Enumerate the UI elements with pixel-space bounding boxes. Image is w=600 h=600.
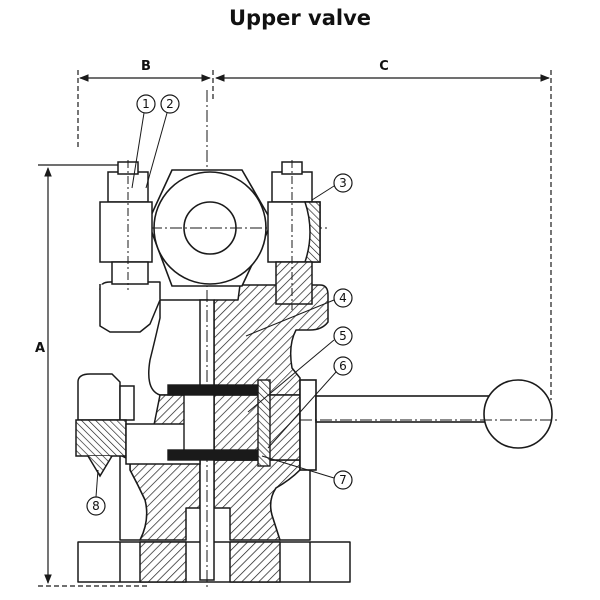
right-bolt	[267, 160, 321, 310]
left-bolt	[99, 160, 153, 290]
dimension-b-label: B	[141, 59, 151, 74]
callout-4: 4	[245, 288, 353, 337]
callout-7-label: 7	[339, 473, 347, 487]
callout-5: 5	[247, 326, 353, 413]
callout-3-label: 3	[339, 176, 347, 190]
valve-handle	[299, 379, 560, 471]
callout-6: 6	[267, 356, 353, 449]
dimension-c	[215, 70, 552, 400]
dimension-c-label: C	[379, 59, 389, 74]
seat-rings	[167, 379, 271, 467]
callout-5-label: 5	[339, 329, 347, 343]
dimension-a	[38, 164, 150, 587]
callout-1-label: 1	[142, 97, 150, 111]
center-bore	[199, 90, 215, 590]
top-hex-nut	[130, 169, 330, 287]
callout-6-label: 6	[339, 359, 347, 373]
callout-2-label: 2	[166, 97, 174, 111]
callout-1: 1	[131, 94, 156, 189]
callout-8-label: 8	[92, 499, 100, 513]
callout-8: 8	[86, 469, 106, 516]
valve-body	[77, 281, 351, 583]
callout-3: 3	[311, 173, 353, 201]
dimension-b	[77, 70, 214, 150]
dimension-a-label: A	[35, 341, 45, 356]
callout-2: 2	[145, 94, 180, 189]
callout-4-label: 4	[339, 291, 347, 305]
callout-7: 7	[261, 455, 353, 490]
page-title: Upper valve	[228, 6, 372, 30]
